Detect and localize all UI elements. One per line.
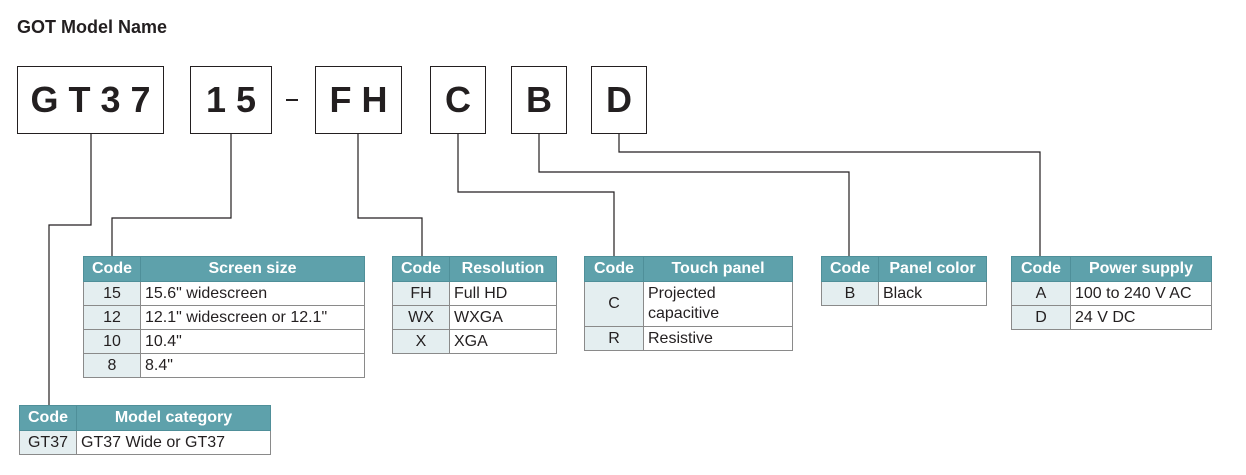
table-row: B Black	[821, 281, 987, 306]
table-touch-panel: Code Touch panel C Projected capacitive …	[584, 256, 793, 351]
code-cell: X	[392, 329, 450, 354]
desc-cell: 8.4"	[140, 353, 365, 378]
code-cell: WX	[392, 305, 450, 330]
segment-power-supply: D	[591, 66, 647, 134]
connector-resolution	[357, 134, 423, 256]
connector-touch-panel	[457, 134, 615, 256]
table-row: A 100 to 240 V AC	[1011, 281, 1212, 306]
table-header-model-category: Model category	[76, 405, 271, 431]
desc-cell: 15.6" widescreen	[140, 281, 365, 306]
code-cell: B	[821, 281, 879, 306]
table-row: 12 12.1" widescreen or 12.1"	[83, 305, 365, 330]
table-model-category: Code Model category GT37 GT37 Wide or GT…	[19, 405, 271, 455]
desc-cell: Black	[878, 281, 987, 306]
table-row: GT37 GT37 Wide or GT37	[19, 430, 271, 455]
desc-cell: Resistive	[643, 326, 793, 351]
segment-series: GT37	[17, 66, 164, 134]
table-code-header: Code	[83, 256, 141, 282]
table-row: R Resistive	[584, 326, 793, 351]
table-header-power-supply: Power supply	[1070, 256, 1212, 282]
table-row: FH Full HD	[392, 281, 557, 306]
code-cell: C	[584, 281, 644, 327]
table-row: D 24 V DC	[1011, 305, 1212, 330]
table-header-screen-size: Screen size	[140, 256, 365, 282]
desc-cell: Full HD	[449, 281, 557, 306]
table-header-resolution: Resolution	[449, 256, 557, 282]
table-code-header: Code	[19, 405, 77, 431]
desc-cell: XGA	[449, 329, 557, 354]
desc-cell: 24 V DC	[1070, 305, 1212, 330]
segment-touch-panel: C	[430, 66, 486, 134]
table-row: 15 15.6" widescreen	[83, 281, 365, 306]
code-cell: D	[1011, 305, 1071, 330]
table-header-touch-panel: Touch panel	[643, 256, 793, 282]
table-code-header: Code	[392, 256, 450, 282]
table-resolution: Code Resolution FH Full HD WX WXGA X XGA	[392, 256, 557, 354]
connector-screen-size	[111, 134, 232, 256]
table-screen-size: Code Screen size 15 15.6" widescreen 12 …	[83, 256, 365, 378]
table-code-header: Code	[821, 256, 879, 282]
table-code-header: Code	[584, 256, 644, 282]
segment-resolution: FH	[315, 66, 402, 134]
table-power-supply: Code Power supply A 100 to 240 V AC D 24…	[1011, 256, 1212, 330]
desc-cell: Projected capacitive	[643, 281, 793, 327]
connector-series	[48, 134, 92, 405]
code-cell: 8	[83, 353, 141, 378]
code-cell: 15	[83, 281, 141, 306]
table-row: WX WXGA	[392, 305, 557, 330]
diagram-title: GOT Model Name	[17, 17, 168, 37]
table-row: X XGA	[392, 329, 557, 354]
code-cell: R	[584, 326, 644, 351]
desc-cell: 12.1" widescreen or 12.1"	[140, 305, 365, 330]
desc-cell: GT37 Wide or GT37	[76, 430, 271, 455]
segment-panel-color: B	[511, 66, 567, 134]
table-row: 8 8.4"	[83, 353, 365, 378]
code-cell: 12	[83, 305, 141, 330]
desc-cell: 10.4"	[140, 329, 365, 354]
desc-cell: 100 to 240 V AC	[1070, 281, 1212, 306]
connector-panel-color	[538, 134, 850, 256]
table-header-panel-color: Panel color	[878, 256, 987, 282]
code-cell: FH	[392, 281, 450, 306]
desc-cell: WXGA	[449, 305, 557, 330]
connector-power-supply	[618, 134, 1041, 256]
table-row: 10 10.4"	[83, 329, 365, 354]
table-code-header: Code	[1011, 256, 1071, 282]
code-cell: A	[1011, 281, 1071, 306]
separator-dash	[286, 99, 298, 101]
table-row: C Projected capacitive	[584, 281, 793, 327]
segment-screen-size: 15	[190, 66, 272, 134]
table-panel-color: Code Panel color B Black	[821, 256, 987, 306]
code-cell: 10	[83, 329, 141, 354]
code-cell: GT37	[19, 430, 77, 455]
